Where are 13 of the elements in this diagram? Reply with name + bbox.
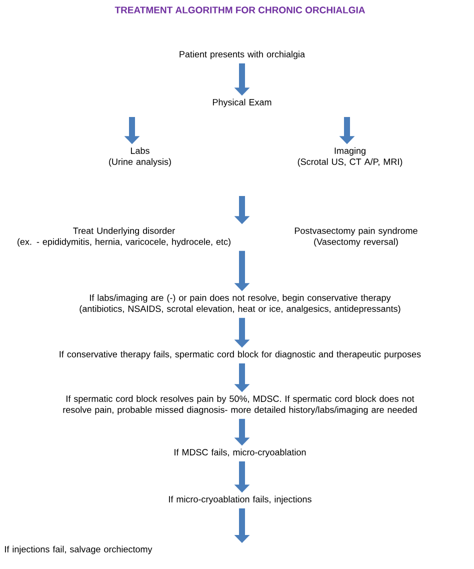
- step-text: Patient presents with orchialgia: [180, 50, 305, 60]
- title: TREATMENT ALGORITHM FOR CHRONIC ORCHIALGIA: [114, 6, 365, 14]
- step-text: If MDSC fails, micro-cryoablation: [174, 448, 306, 458]
- step-text: If labs/imaging are (-) or pain does not resolve, begin conservative therapy (antibiotics, NSAIDS, scrotal elevation, heat or ice, analgesics, antidepressants): [80, 294, 400, 314]
- step-text: If conservative therapy fails, spermatic cord block for diagnostic and therapeutic purposes: [60, 350, 421, 360]
- step-text: Postvasectomy pain syndrome (Vasectomy reversal): [294, 227, 418, 247]
- step-text: Imaging (Scrotal US, CT A/P, MRI): [298, 147, 402, 167]
- step-text: If micro-cryoablation fails, injections: [169, 496, 312, 504]
- step-text: Physical Exam: [212, 98, 272, 108]
- step-text: Treat Underlying disorder (ex. - epididymitis, hernia, varicocele, hydrocele, etc): [18, 227, 230, 247]
- step-text: If spermatic cord block resolves pain by 50%, MDSC. If spermatic cord block does not resolve pain, probable missed diagnosis- more detailed history/labs/imaging are needed: [63, 395, 417, 415]
- step-text: Labs (Urine analysis): [109, 147, 171, 167]
- step-text: If injections fail, salvage orchiectomy: [5, 546, 152, 554]
